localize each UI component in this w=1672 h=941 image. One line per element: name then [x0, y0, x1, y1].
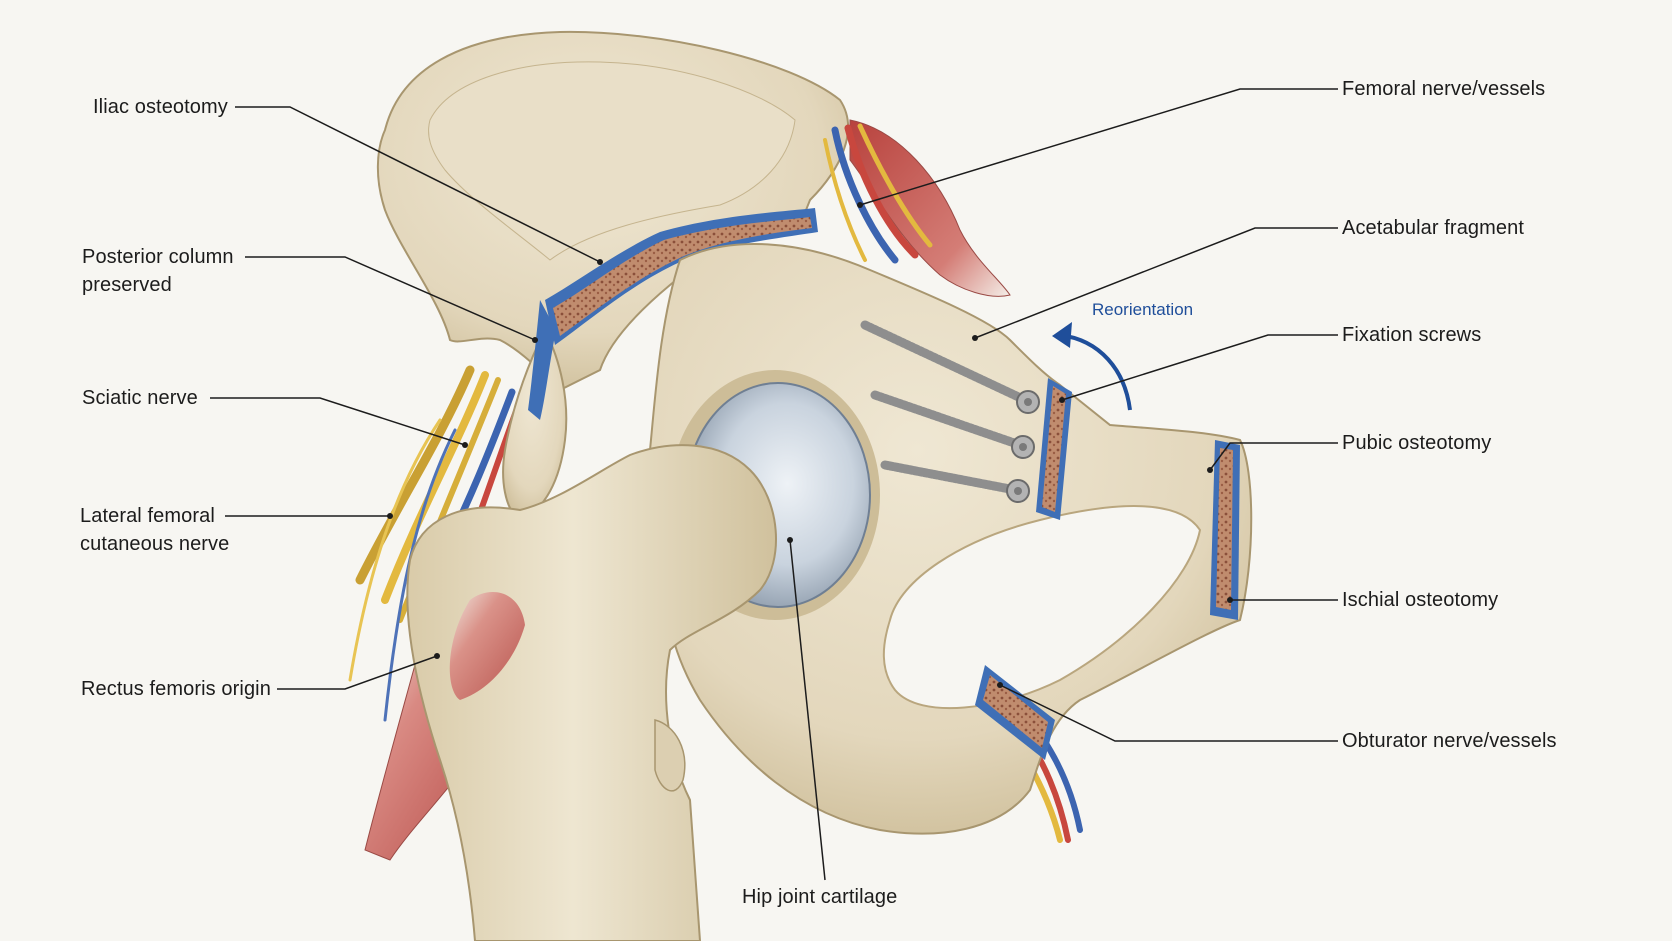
screw-3	[880, 460, 1030, 503]
reorientation-arrowhead	[1052, 322, 1072, 348]
ischial-osteotomy-cut	[975, 440, 1240, 760]
leader-iliac-osteotomy	[235, 106, 601, 263]
leader-rectus-femoris	[277, 655, 438, 690]
label-lateral-femoral-cutaneous: Lateral femoral cutaneous nerve	[80, 505, 230, 555]
screw-2	[870, 390, 1035, 459]
label-acetabular-fragment: Acetabular fragment	[1342, 217, 1524, 239]
leader-pubic-osteotomy	[1209, 442, 1338, 471]
label-sciatic-nerve: Sciatic nerve	[82, 387, 198, 409]
fixation-screws	[860, 320, 1040, 503]
label-femoral-nerve-vessels: Femoral nerve/vessels	[1342, 78, 1546, 100]
rectus-femoris-origin	[449, 592, 525, 700]
label-iliac-osteotomy: Iliac osteotomy	[93, 96, 228, 118]
leader-fixation-screws	[1061, 334, 1338, 401]
iliac-osteotomy-cut	[545, 208, 818, 345]
label-hip-joint-cartilage: Hip joint cartilage	[742, 886, 898, 908]
label-pubic-osteotomy: Pubic osteotomy	[1342, 432, 1492, 454]
iliopsoas-muscle	[849, 119, 1011, 297]
posterior-column-cut	[528, 300, 556, 420]
leader-obturator	[999, 684, 1338, 742]
screw-1	[860, 320, 1040, 414]
lesser-trochanter	[654, 719, 686, 792]
leader-dots	[387, 202, 1233, 688]
label-posterior-column: Posterior column preserved	[82, 246, 234, 296]
leader-femoral-nerve	[859, 88, 1338, 206]
femur	[406, 444, 777, 941]
reorientation-arrow	[1059, 333, 1132, 411]
label-obturator-nerve-vessels: Obturator nerve/vessels	[1342, 730, 1557, 752]
reorientation-label: Reorientation	[1092, 300, 1194, 319]
leader-posterior-column	[245, 256, 536, 341]
pubic-osteotomy-cut	[1036, 378, 1072, 520]
leader-lines	[210, 88, 1338, 881]
obturator-foramen	[882, 505, 1202, 710]
label-fixation-screws: Fixation screws	[1342, 324, 1482, 346]
leader-sciatic-nerve	[210, 397, 466, 446]
leader-acetabular-fragment	[974, 227, 1338, 339]
label-rectus-femoris: Rectus femoris origin	[81, 678, 271, 700]
label-ischial-osteotomy: Ischial osteotomy	[1342, 589, 1499, 611]
leader-hip-cartilage	[789, 539, 826, 881]
